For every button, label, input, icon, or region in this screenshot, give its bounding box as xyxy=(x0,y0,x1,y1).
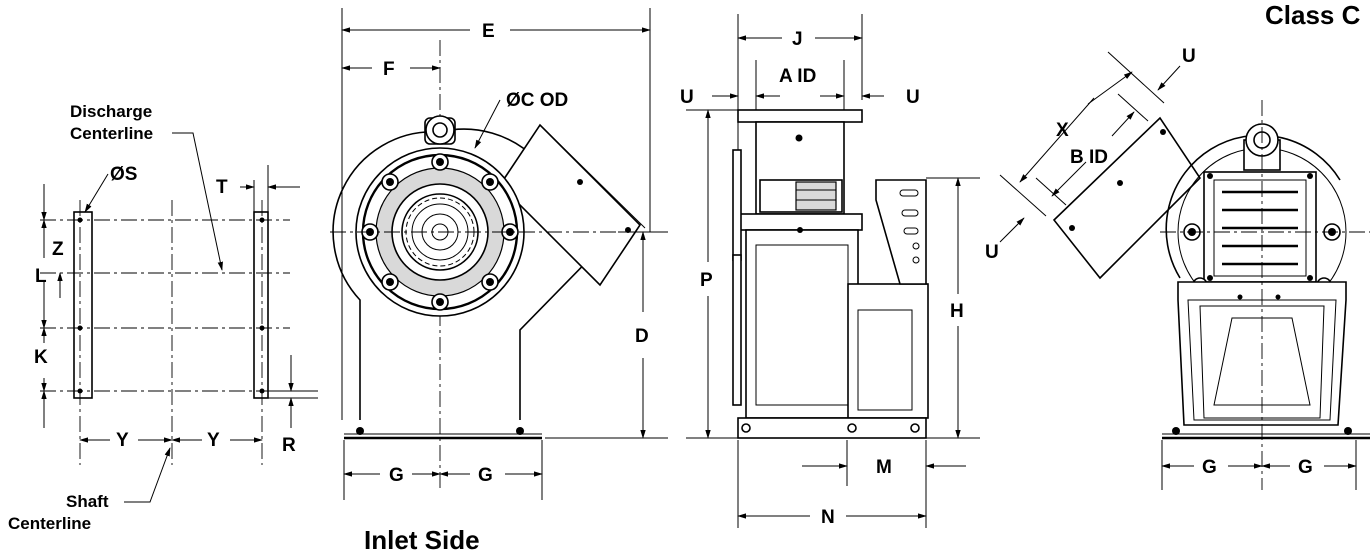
label-g-1: G xyxy=(389,465,404,486)
label-d: D xyxy=(635,326,649,347)
inlet-ring-bolts xyxy=(361,153,519,311)
caption-inlet-side: Inlet Side xyxy=(364,525,480,554)
title-class: Class C xyxy=(1265,0,1361,30)
label-k: K xyxy=(34,347,48,368)
label-z: Z xyxy=(52,239,64,260)
label-h: H xyxy=(950,301,964,322)
label-l: L xyxy=(35,266,47,287)
label-x: X xyxy=(1056,120,1069,141)
label-g-2: G xyxy=(478,465,493,486)
label-a-id: A ID xyxy=(779,66,816,87)
label-y-1: Y xyxy=(116,430,129,451)
label-p: P xyxy=(700,270,713,291)
label-shaft-centerline-1: Shaft xyxy=(66,492,109,511)
label-c-od: ØC OD xyxy=(506,90,568,111)
label-u-2: U xyxy=(906,87,920,108)
label-g-3: G xyxy=(1202,457,1217,478)
label-y-2: Y xyxy=(207,430,220,451)
label-u-4: U xyxy=(985,242,999,263)
rear-view: X B ID U U xyxy=(985,46,1370,490)
label-u-3: U xyxy=(1182,46,1196,67)
label-discharge-centerline-2: Centerline xyxy=(70,124,153,143)
label-s: ØS xyxy=(110,164,137,185)
label-m: M xyxy=(876,457,892,478)
inlet-side-view: E F ØC OD xyxy=(330,8,668,554)
label-n: N xyxy=(821,507,835,528)
side-view: J A ID U U xyxy=(680,14,980,528)
discharge-flange-view: Discharge Centerline ØS T Z L K R Y xyxy=(8,102,318,533)
label-f: F xyxy=(383,59,395,80)
label-b-id: B ID xyxy=(1070,147,1108,168)
flange-left-rect xyxy=(73,211,93,399)
flange-right-rect xyxy=(253,211,269,399)
label-g-4: G xyxy=(1298,457,1313,478)
label-j: J xyxy=(792,29,803,50)
label-shaft-centerline-2: Centerline xyxy=(8,514,91,533)
label-discharge-centerline-1: Discharge xyxy=(70,102,152,121)
label-t: T xyxy=(216,177,228,198)
label-e: E xyxy=(482,21,495,42)
label-u-1: U xyxy=(680,87,694,108)
label-r: R xyxy=(282,435,296,456)
